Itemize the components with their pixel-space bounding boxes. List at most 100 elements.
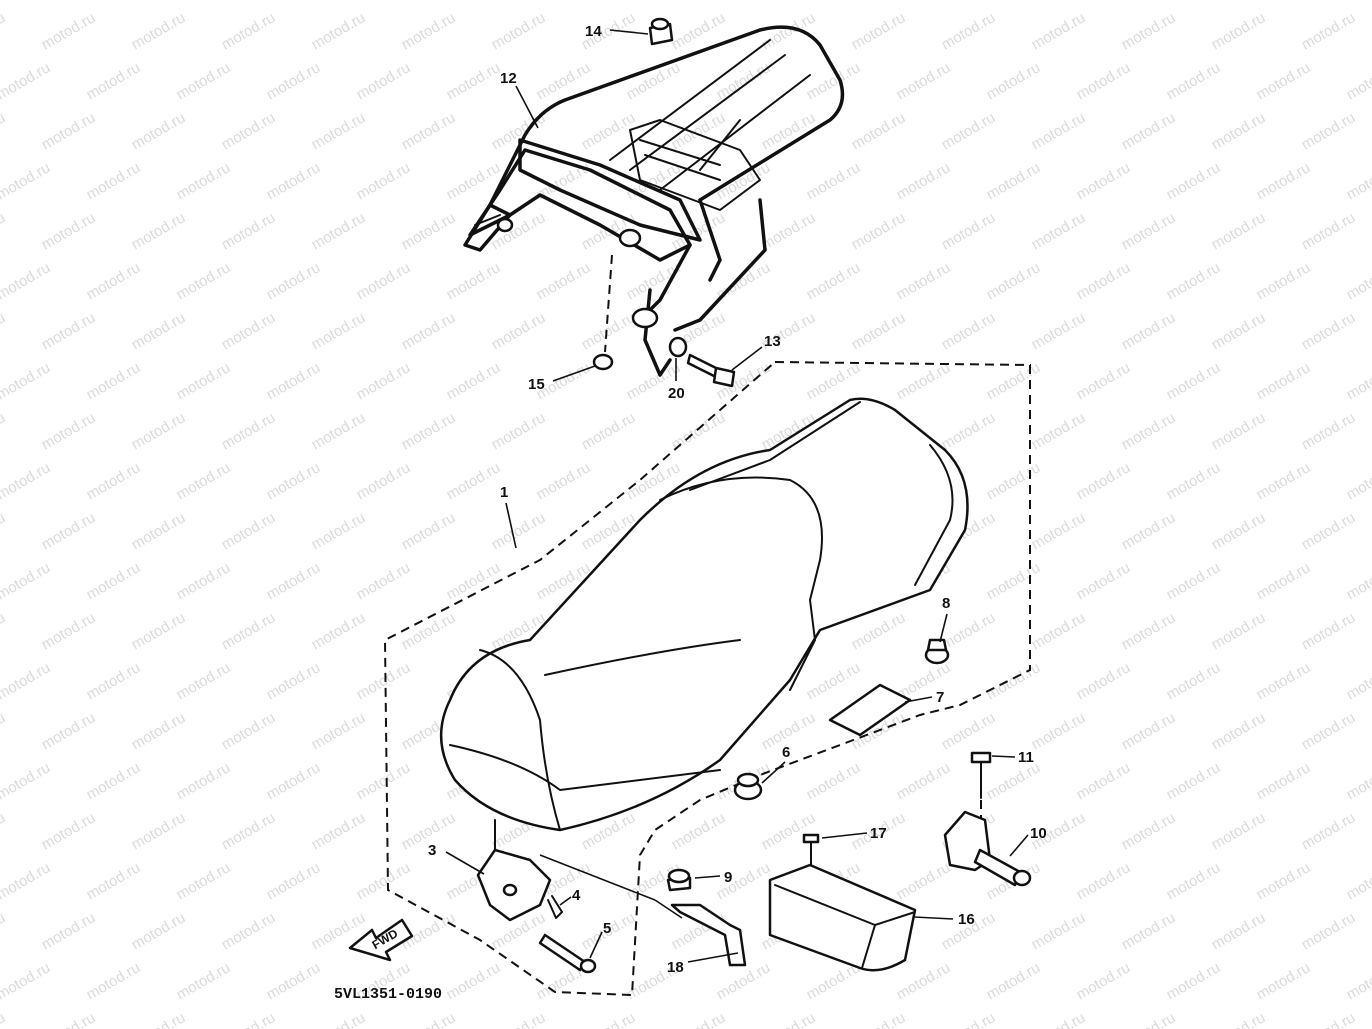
watermark-text: motod.ru bbox=[1029, 9, 1089, 53]
watermark-text: motod.ru bbox=[174, 759, 234, 803]
watermark-text: motod.ru bbox=[984, 459, 1044, 503]
seat-part bbox=[439, 397, 969, 832]
watermark-text: motod.ru bbox=[1209, 809, 1269, 853]
watermark-text: motod.ru bbox=[1254, 759, 1314, 803]
watermark-text: motod.ru bbox=[444, 559, 504, 603]
watermark-text: motod.ru bbox=[399, 309, 459, 353]
label-7: 7 bbox=[936, 689, 944, 706]
watermark-text: motod.ru bbox=[1254, 0, 1314, 3]
watermark-text: motod.ru bbox=[354, 459, 414, 503]
watermark-text: motod.ru bbox=[1164, 0, 1224, 3]
seat-group-outline bbox=[383, 360, 1031, 997]
label-3: 3 bbox=[428, 842, 436, 859]
watermark-text: motod.ru bbox=[1209, 309, 1269, 353]
watermark-text: motod.ru bbox=[84, 659, 144, 703]
watermark-text: motod.ru bbox=[0, 809, 8, 853]
watermark-text: motod.ru bbox=[669, 1009, 729, 1029]
watermark-text: motod.ru bbox=[1029, 609, 1089, 653]
watermark-text: motod.ru bbox=[129, 909, 189, 953]
watermark-text: motod.ru bbox=[129, 609, 189, 653]
watermark-text: motod.ru bbox=[39, 309, 99, 353]
watermark-text: motod.ru bbox=[444, 59, 504, 103]
watermark-text: motod.ru bbox=[939, 209, 999, 253]
drawing-code: 5VL1351-0190 bbox=[334, 986, 442, 1003]
watermark-text: motod.ru bbox=[309, 309, 369, 353]
watermark-text: motod.ru bbox=[0, 259, 53, 303]
watermark-text: motod.ru bbox=[39, 1009, 99, 1029]
watermark-text: motod.ru bbox=[309, 609, 369, 653]
label-1: 1 bbox=[500, 484, 508, 501]
label-plate-part bbox=[828, 683, 912, 737]
watermark-text: motod.ru bbox=[1299, 309, 1359, 353]
part-number-labels: 14 12 13 15 20 1 8 7 6 11 10 17 9 16 3 4… bbox=[428, 23, 1047, 976]
hinge-bracket-part bbox=[476, 819, 552, 922]
watermark-text: motod.ru bbox=[759, 209, 819, 253]
watermark-text: motod.ru bbox=[174, 359, 234, 403]
watermark-text: motod.ru bbox=[1299, 709, 1359, 753]
watermark-text: motod.ru bbox=[849, 1009, 909, 1029]
watermark-text: motod.ru bbox=[219, 609, 279, 653]
watermark-text: motod.ru bbox=[1074, 0, 1134, 3]
watermark-text: motod.ru bbox=[0, 9, 8, 53]
watermark-text: motod.ru bbox=[444, 259, 504, 303]
watermark-text: motod.ru bbox=[354, 559, 414, 603]
watermark-text: motod.ru bbox=[39, 9, 99, 53]
watermark-text: motod.ru bbox=[309, 809, 369, 853]
watermark-text: motod.ru bbox=[0, 459, 53, 503]
label-14: 14 bbox=[585, 23, 602, 40]
watermark-text: motod.ru bbox=[624, 259, 684, 303]
watermark-text: motod.ru bbox=[1209, 909, 1269, 953]
watermark-text: motod.ru bbox=[1299, 509, 1359, 553]
watermark-text: motod.ru bbox=[39, 209, 99, 253]
watermark-text: motod.ru bbox=[1254, 359, 1314, 403]
watermark-text: motod.ru bbox=[894, 259, 954, 303]
watermark-text: motod.ru bbox=[0, 109, 8, 153]
watermark-text: motod.ru bbox=[444, 959, 504, 1003]
watermark-text: motod.ru bbox=[174, 259, 234, 303]
watermark-text: motod.ru bbox=[849, 9, 909, 53]
watermark-text: motod.ru bbox=[0, 0, 53, 3]
label-13: 13 bbox=[764, 333, 781, 350]
watermark-text: motod.ru bbox=[444, 0, 504, 3]
watermark-text: motod.ru bbox=[174, 559, 234, 603]
carrier-part bbox=[463, 25, 845, 377]
watermark-text: motod.ru bbox=[1254, 459, 1314, 503]
watermark-text: motod.ru bbox=[1074, 159, 1134, 203]
watermark-text: motod.ru bbox=[174, 59, 234, 103]
watermark-text: motod.ru bbox=[804, 0, 864, 3]
watermark-text: motod.ru bbox=[39, 409, 99, 453]
watermark-text: motod.ru bbox=[714, 0, 774, 3]
watermark-text: motod.ru bbox=[1119, 709, 1179, 753]
watermark-text: motod.ru bbox=[1299, 809, 1359, 853]
watermark-text: motod.ru bbox=[1344, 959, 1372, 1003]
watermark-text: motod.ru bbox=[534, 59, 594, 103]
watermark-text: motod.ru bbox=[939, 409, 999, 453]
watermark-text: motod.ru bbox=[399, 209, 459, 253]
watermark-text: motod.ru bbox=[84, 359, 144, 403]
label-6: 6 bbox=[782, 744, 790, 761]
watermark-text: motod.ru bbox=[489, 9, 549, 53]
watermark-text: motod.ru bbox=[444, 459, 504, 503]
washer-20-part bbox=[668, 336, 688, 358]
watermark-text: motod.ru bbox=[1344, 659, 1372, 703]
watermark-text: motod.ru bbox=[1209, 609, 1269, 653]
collar-15-part bbox=[592, 353, 614, 371]
watermark-text: motod.ru bbox=[579, 409, 639, 453]
pin-part bbox=[538, 933, 597, 974]
watermark-text: motod.ru bbox=[219, 709, 279, 753]
watermark-text: motod.ru bbox=[264, 459, 324, 503]
watermark-text: motod.ru bbox=[1344, 359, 1372, 403]
watermark-text: motod.ru bbox=[1164, 759, 1224, 803]
watermark-text: motod.ru bbox=[849, 209, 909, 253]
watermark-text: motod.ru bbox=[0, 359, 53, 403]
watermark-text: motod.ru bbox=[714, 59, 774, 103]
watermark-text: motod.ru bbox=[624, 59, 684, 103]
bolt-11-part bbox=[970, 751, 992, 799]
watermark-text: motod.ru bbox=[669, 209, 729, 253]
watermark-text: motod.ru bbox=[939, 709, 999, 753]
watermark-text: motod.ru bbox=[309, 509, 369, 553]
label-4: 4 bbox=[572, 887, 581, 904]
watermark-text: motod.ru bbox=[264, 659, 324, 703]
watermark-text: motod.ru bbox=[894, 0, 954, 3]
watermark-text: motod.ru bbox=[1119, 209, 1179, 253]
